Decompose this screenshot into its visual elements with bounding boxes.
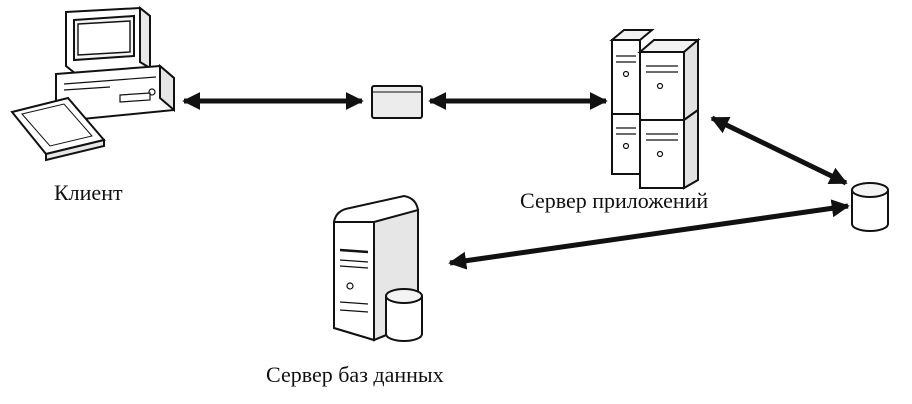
db-server-label: Сервер баз данных: [266, 362, 444, 387]
database-cylinder-icon: [851, 182, 889, 232]
server-cluster-icon: [609, 29, 701, 190]
connector-storage-db-server: [448, 199, 850, 270]
database-server-icon: [333, 194, 423, 342]
desktop-computer-icon: [10, 5, 175, 162]
connector-app-server-storage: [710, 115, 848, 186]
network-box-icon: [371, 85, 423, 119]
client-label: Клиент: [54, 180, 123, 205]
app-server-label: Сервер приложений: [520, 188, 709, 213]
connectors: [182, 92, 850, 270]
